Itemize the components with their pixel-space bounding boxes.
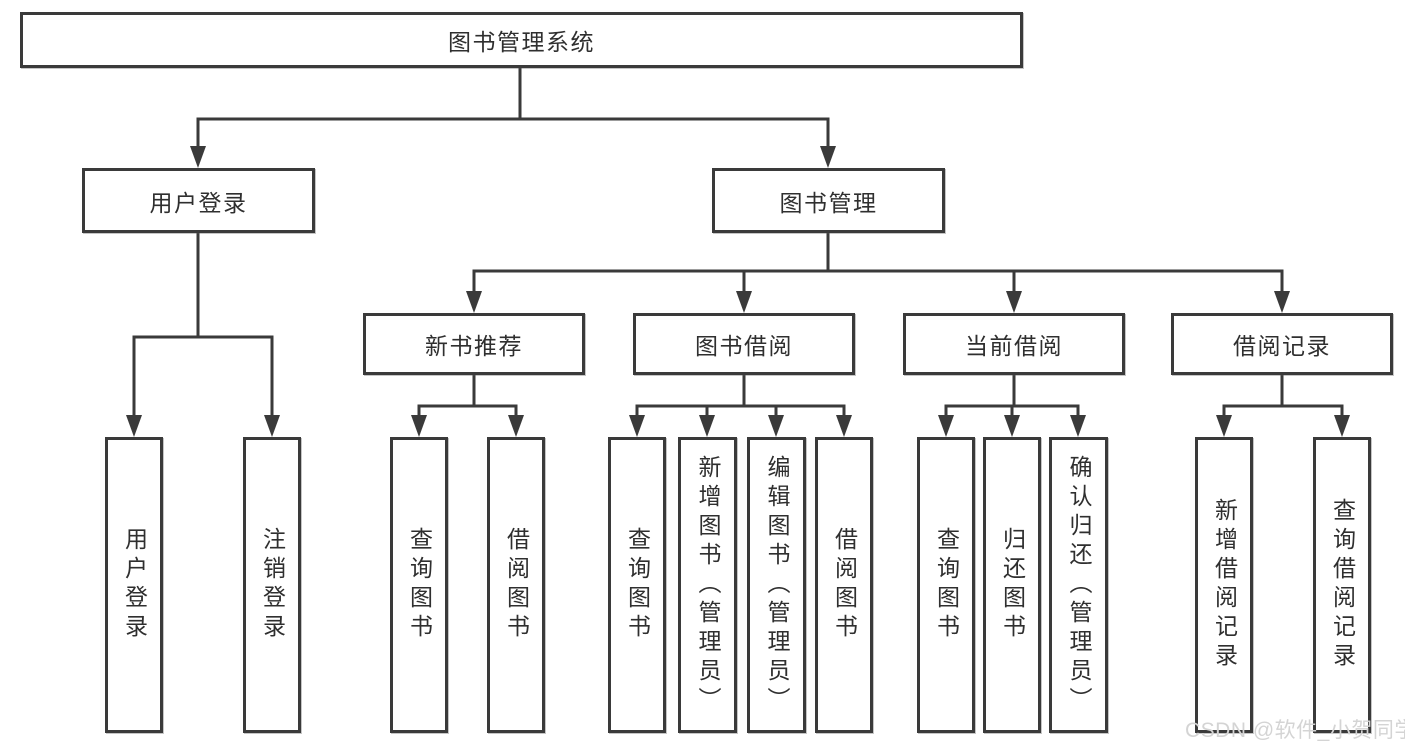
node-new-book-recommend: 新书推荐 (363, 313, 585, 375)
arrowheads (126, 146, 1350, 437)
node-root: 图书管理系统 (20, 12, 1023, 68)
leaf-return-books: 归还图书 (983, 437, 1041, 733)
leaf-query-books-borrowing: 查询图书 (608, 437, 666, 733)
leaf-query-books-current: 查询图书 (917, 437, 975, 733)
leaf-add-borrow-record: 新增借阅记录 (1195, 437, 1253, 733)
node-user-login: 用户登录 (82, 168, 315, 233)
node-book-management: 图书管理 (712, 168, 945, 233)
watermark: CSDN @软件_小贺同学 (1185, 719, 1405, 742)
node-current-borrowing: 当前借阅 (903, 313, 1125, 375)
leaf-query-books-recommend: 查询图书 (390, 437, 448, 733)
leaf-edit-book-admin: 编辑图书（管理员） (747, 437, 806, 733)
leaf-borrow-books-recommend: 借阅图书 (487, 437, 545, 733)
node-borrowing-records: 借阅记录 (1171, 313, 1393, 375)
leaf-confirm-return-admin: 确认归还（管理员） (1049, 437, 1108, 733)
leaf-query-borrow-record: 查询借阅记录 (1313, 437, 1371, 733)
node-book-borrowing: 图书借阅 (633, 313, 855, 375)
leaf-add-book-admin: 新增图书（管理员） (678, 437, 737, 733)
leaf-borrow-books-borrowing: 借阅图书 (815, 437, 873, 733)
leaf-logout: 注销登录 (243, 437, 301, 733)
leaf-user-login: 用户登录 (105, 437, 163, 733)
